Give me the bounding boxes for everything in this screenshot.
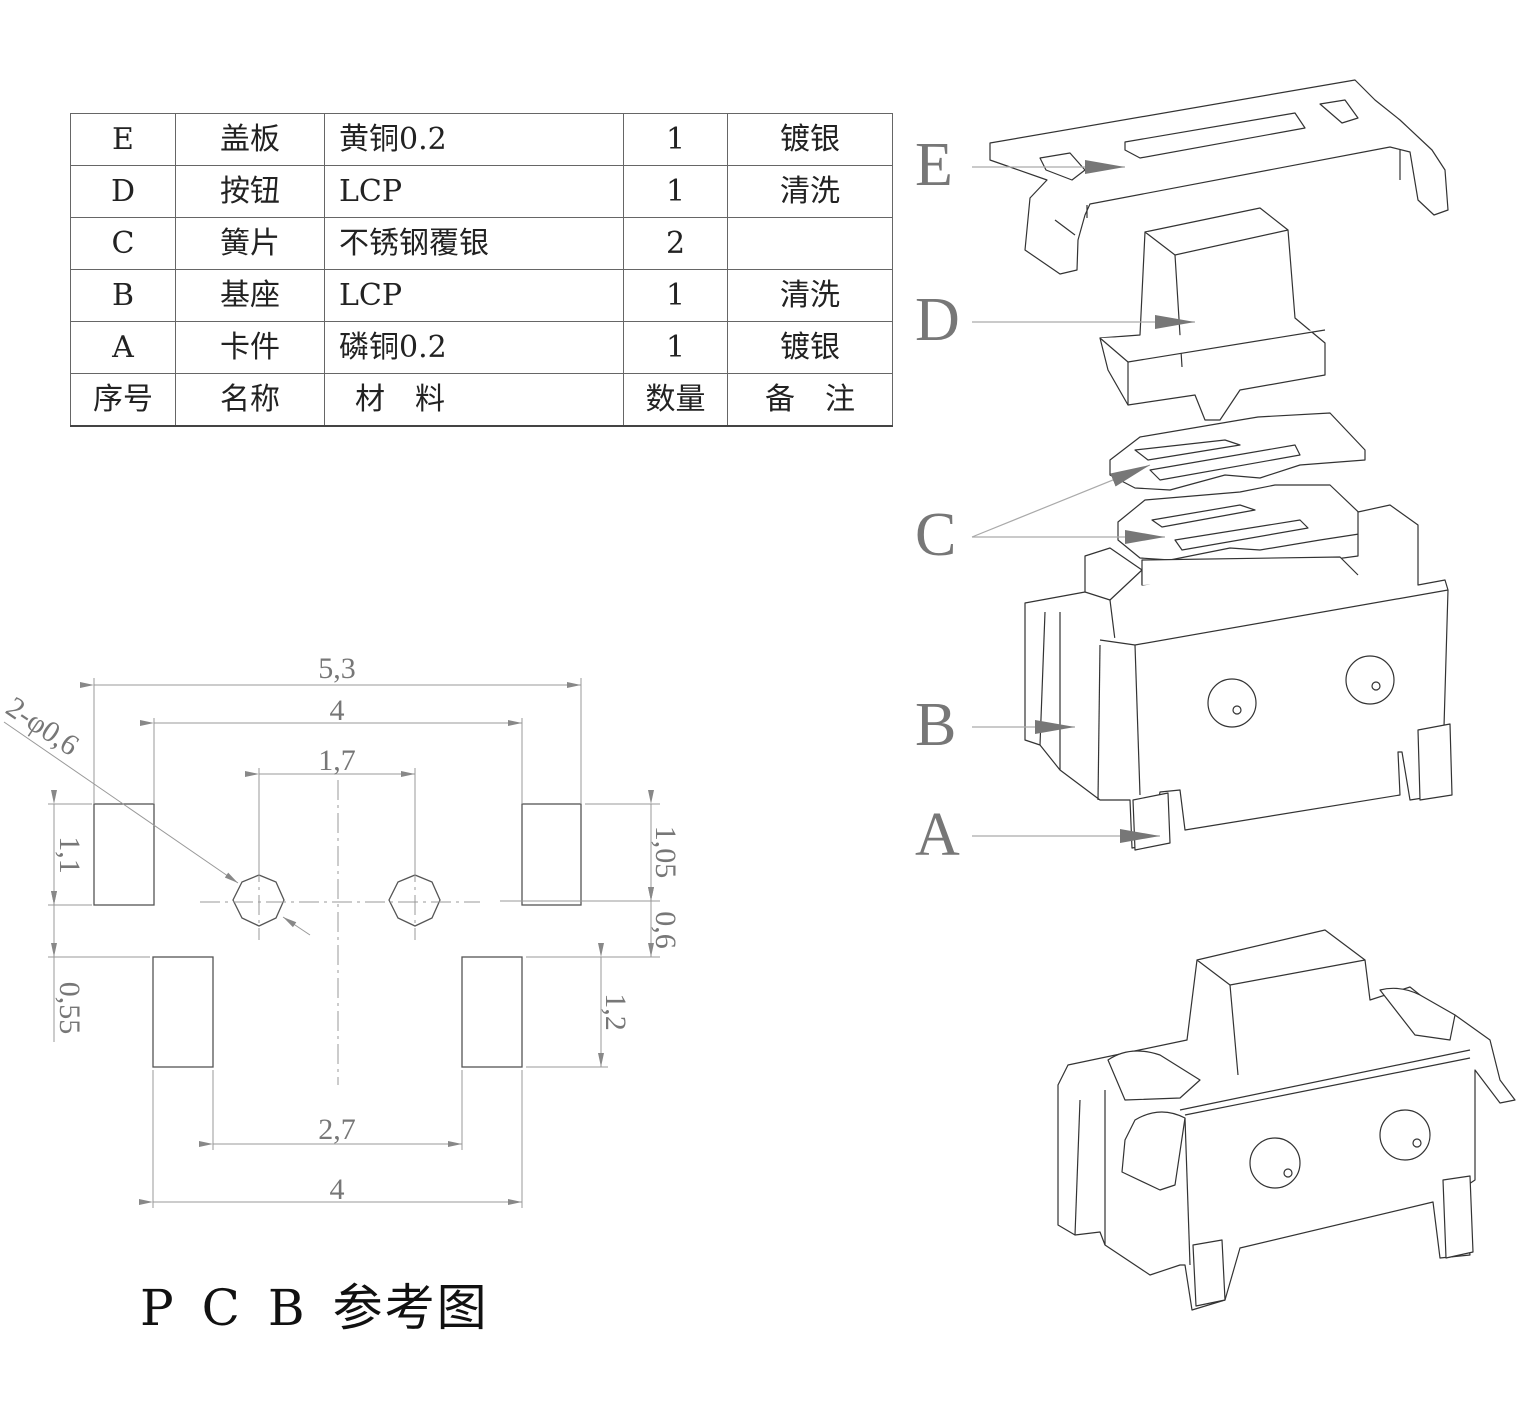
pad-lower-right [461, 956, 523, 1068]
bom-row-e: E 盖板 黄铜0.2 1 镀银 [70, 113, 893, 166]
dim-right-pad-height: 1,05 [649, 826, 682, 879]
dim-hole-pitch: 1,7 [318, 744, 356, 777]
pcb-title-text: 参考图 [332, 1279, 489, 1337]
bom-cell-name: 盖板 [175, 113, 325, 166]
bom-cell-remark [727, 217, 893, 270]
bom-table: E 盖板 黄铜0.2 1 镀银 D 按钮 LCP 1 清洗 C 簧片 不锈钢覆银… [70, 113, 893, 427]
pcb-title-p: P [140, 1279, 176, 1337]
bom-cell-name: 基座 [175, 269, 325, 322]
bom-cell-no: E [70, 113, 176, 166]
bom-cell-no: D [70, 165, 176, 218]
bom-header-qty: 数量 [623, 373, 728, 427]
part-e-cover [989, 79, 1449, 275]
bom-cell-remark: 镀银 [727, 113, 893, 166]
bom-cell-remark: 清洗 [727, 165, 893, 218]
dim-pad-gap-left: 0,55 [53, 982, 86, 1035]
part-b-base [1024, 504, 1449, 849]
bom-cell-qty: 1 [623, 321, 728, 374]
bom-header-name: 名称 [175, 373, 325, 427]
assembled-boss-left [1249, 1137, 1301, 1189]
hole-left [232, 874, 285, 927]
dimension-lines [3, 678, 660, 1208]
label-d: D [915, 286, 960, 354]
label-e: E [915, 131, 953, 199]
hole-right [388, 874, 441, 927]
boss-right [1345, 655, 1395, 705]
dim-left-pad-height: 1,1 [53, 836, 86, 874]
bom-cell-qty: 1 [623, 165, 728, 218]
dim-upper-pad-span: 4 [330, 694, 345, 727]
exploded-view [989, 79, 1453, 851]
bom-header-row: 序号 名称 材 料 数量 备 注 [70, 373, 893, 427]
assembled-view [1057, 929, 1516, 1311]
bom-cell-name: 按钮 [175, 165, 325, 218]
bom-cell-no: A [70, 321, 176, 374]
pcb-title-c: C [201, 1279, 242, 1337]
pcb-title-b: B [267, 1279, 307, 1337]
assembled-boss-right [1379, 1109, 1431, 1161]
bom-header-material: 材 料 [324, 373, 624, 427]
label-b: B [915, 691, 956, 759]
exploded-labels: E D C B A [915, 131, 1195, 869]
bom-cell-remark: 镀银 [727, 321, 893, 374]
dim-pad-gap-right: 0,6 [649, 911, 682, 949]
dim-lower-inner-span: 2,7 [318, 1113, 356, 1146]
boss-left [1207, 678, 1257, 728]
pad-upper-right [521, 803, 582, 906]
bom-cell-no: B [70, 269, 176, 322]
dim-lower-outer-span: 4 [330, 1173, 345, 1206]
dim-lower-pad-height: 1,2 [599, 993, 632, 1031]
bom-cell-qty: 1 [623, 113, 728, 166]
part-d-button [1099, 207, 1326, 421]
bom-row-d: D 按钮 LCP 1 清洗 [70, 165, 893, 218]
bom-row-b: B 基座 LCP 1 清洗 [70, 269, 893, 322]
leader-c-upper [971, 464, 1151, 538]
bom-header-remark: 备 注 [727, 373, 893, 427]
bom-cell-name: 簧片 [175, 217, 325, 270]
bom-cell-material: 磷铜0.2 [324, 321, 624, 374]
bom-cell-qty: 2 [623, 217, 728, 270]
dim-hole-callout: 2-φ0,6 [0, 690, 85, 762]
bom-row-a: A 卡件 磷铜0.2 1 镀银 [70, 321, 893, 374]
bom-header-no: 序号 [70, 373, 176, 427]
bom-cell-qty: 1 [623, 269, 728, 322]
bom-cell-remark: 清洗 [727, 269, 893, 322]
dim-overall-width: 5,3 [318, 652, 356, 685]
part-c-springs [1109, 412, 1373, 561]
label-c: C [915, 501, 956, 569]
label-a: A [915, 801, 960, 869]
bom-cell-material: LCP [324, 269, 624, 322]
center-lines [200, 780, 480, 1085]
pad-lower-left [152, 956, 214, 1068]
